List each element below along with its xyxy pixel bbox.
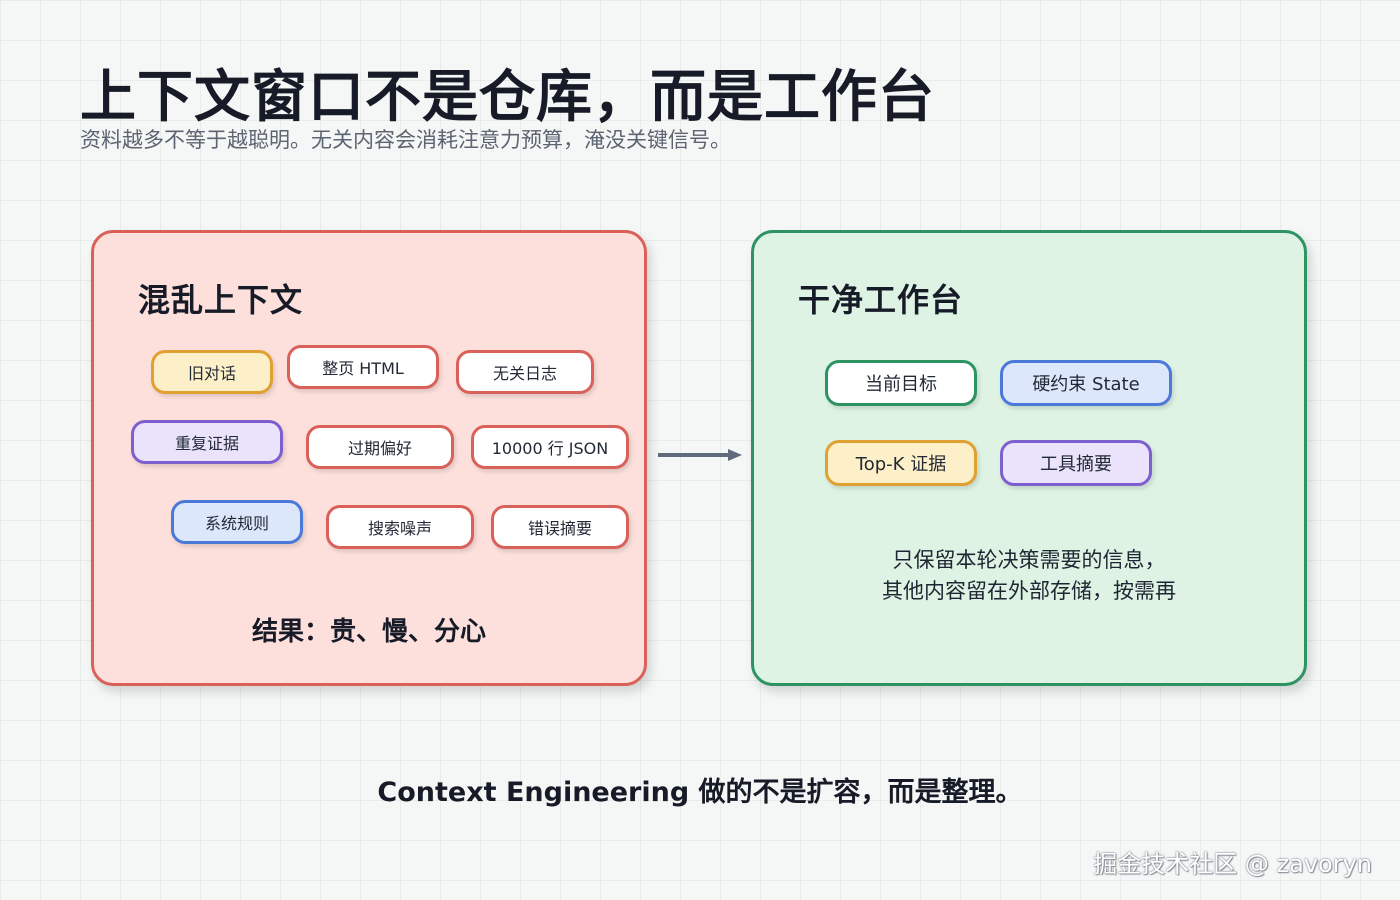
- chip-hard-constraint-state: 硬约束 State: [1000, 360, 1172, 406]
- chip-old-conversation: 旧对话: [151, 350, 273, 394]
- chip-tool-summary: 工具摘要: [1000, 440, 1152, 486]
- clean-note-line-2: 其他内容留在外部存储，按需再: [882, 579, 1176, 603]
- chip-system-rules: 系统规则: [171, 500, 303, 544]
- clean-note-line-1: 只保留本轮决策需要的信息，: [892, 548, 1166, 572]
- chip-full-page-html: 整页 HTML: [287, 345, 439, 389]
- clean-workbench-title: 干净工作台: [798, 281, 964, 319]
- chip-error-summary: 错误摘要: [491, 505, 629, 549]
- chip-10000-line-json: 10000 行 JSON: [471, 425, 629, 469]
- clean-workbench-panel: 干净工作台 当前目标 硬约束 State Top-K 证据 工具摘要 只保留本轮…: [751, 230, 1307, 686]
- messy-result: 结果：贵、慢、分心: [251, 617, 486, 647]
- page-title: 上下文窗口不是仓库，而是工作台: [80, 65, 935, 130]
- clean-workbench-note: 只保留本轮决策需要的信息， 其他内容留在外部存储，按需再 取: [754, 545, 1304, 609]
- watermark: 掘金技术社区 @ zavoryn: [1093, 850, 1372, 878]
- page-subtitle: 资料越多不等于越聪明。无关内容会消耗注意力预算，淹没关键信号。: [80, 128, 731, 152]
- clean-note-line-3: 取: [754, 607, 1304, 609]
- messy-context-title: 混乱上下文: [138, 281, 304, 319]
- chip-duplicate-evidence: 重复证据: [131, 420, 283, 464]
- chip-stale-preferences: 过期偏好: [306, 425, 454, 469]
- footer-tagline: Context Engineering 做的不是扩容，而是整理。: [377, 777, 1023, 808]
- chip-irrelevant-logs: 无关日志: [456, 350, 594, 394]
- chip-search-noise: 搜索噪声: [326, 505, 474, 549]
- chip-current-goal: 当前目标: [825, 360, 977, 406]
- messy-context-panel: 混乱上下文 旧对话 整页 HTML 无关日志 重复证据 过期偏好 10000 行…: [91, 230, 647, 686]
- chip-top-k-evidence: Top-K 证据: [825, 440, 977, 486]
- arrow-right-icon: [658, 449, 742, 461]
